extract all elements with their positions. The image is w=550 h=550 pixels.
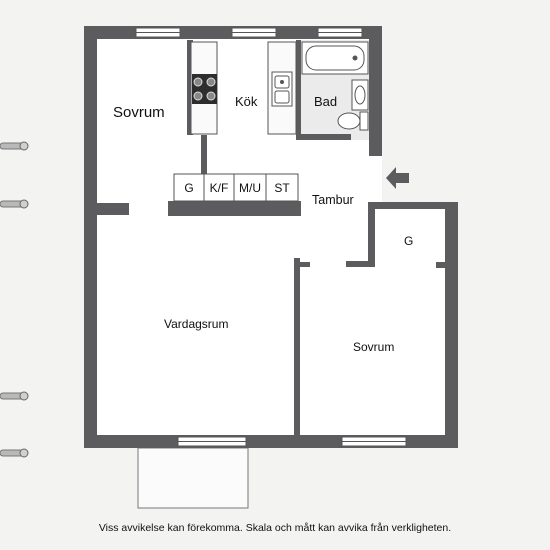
room-label-bad: Bad bbox=[314, 94, 337, 109]
binder-ring-icon bbox=[0, 448, 29, 458]
windows bbox=[135, 27, 407, 447]
room-label-sovrum-nw: Sovrum bbox=[113, 104, 165, 121]
closet-st bbox=[265, 173, 299, 202]
closet-label: K/F bbox=[210, 181, 229, 195]
room-label-kok: Kök bbox=[235, 94, 258, 109]
balcony bbox=[137, 447, 249, 509]
toilet-icon bbox=[337, 111, 369, 131]
binder-ring-icon bbox=[0, 141, 29, 151]
closet-label: M/U bbox=[239, 181, 261, 195]
room-label-vardagsrum: Vardagsrum bbox=[164, 317, 228, 331]
closet-row bbox=[173, 173, 299, 202]
entrance-arrow-icon bbox=[386, 167, 409, 189]
room-label-tambur: Tambur bbox=[312, 193, 354, 207]
closet-label: ST bbox=[274, 181, 290, 195]
closet-kf bbox=[203, 173, 235, 202]
sink-icon bbox=[271, 71, 293, 107]
bathtub-icon bbox=[301, 41, 369, 75]
closet-labels: G K/F M/U ST bbox=[184, 181, 290, 195]
closet-label: G bbox=[184, 181, 193, 195]
closet-mu bbox=[233, 173, 267, 202]
stove-icon bbox=[192, 74, 217, 104]
room-label-sovrum-se: Sovrum bbox=[353, 340, 394, 354]
room-label-garderob: G bbox=[404, 234, 413, 248]
closet-g bbox=[173, 173, 205, 202]
floor-area bbox=[95, 38, 458, 437]
binder-ring-icon bbox=[0, 199, 29, 209]
washbasin-icon bbox=[351, 79, 369, 111]
disclaimer-caption: Viss avvikelse kan förekomma. Skala och … bbox=[98, 522, 452, 534]
binder-ring-icon bbox=[0, 391, 29, 401]
